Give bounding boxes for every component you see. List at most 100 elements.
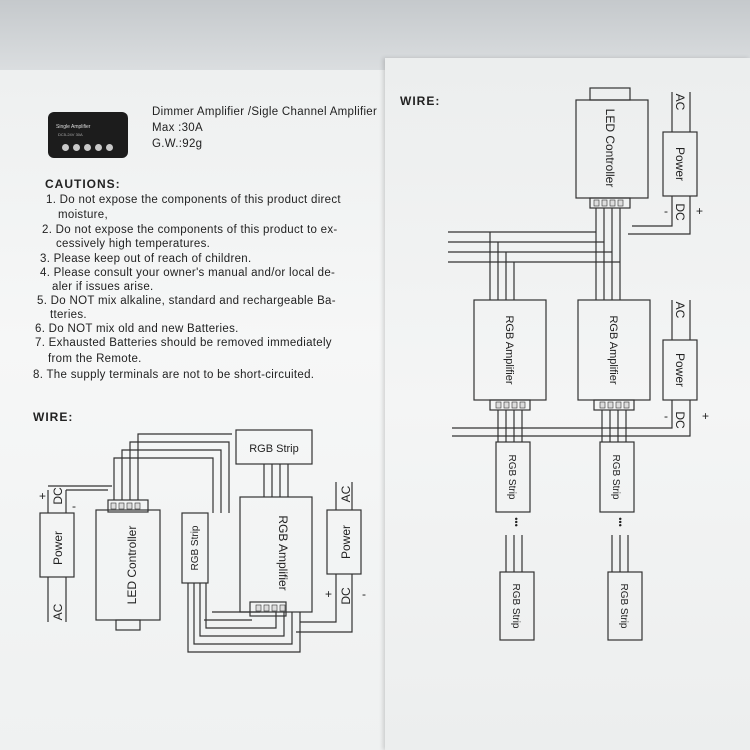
- ac-label: AC: [51, 603, 65, 620]
- rgb-strip-box-4: [607, 571, 643, 641]
- strip2-label: RGB Strip: [610, 454, 621, 499]
- connector-pin: [599, 401, 606, 409]
- product-title: Dimmer Amplifier /Sigle Channel Amplifie…: [152, 106, 378, 118]
- amp1-connector: [489, 399, 531, 411]
- rgb-strip-box-2: [599, 441, 635, 513]
- caution-line: 6. Do NOT mix old and new Batteries.: [35, 323, 239, 335]
- connector-pin: [503, 401, 510, 409]
- controller-plug: [115, 619, 141, 631]
- amp2-label: RGB Amplifier: [607, 315, 619, 384]
- power-mid-label: Power: [673, 353, 687, 387]
- connector-pin: [255, 604, 262, 612]
- rgb-strip-top-label: RGB Strip: [249, 443, 299, 455]
- product-max: Max :30A: [152, 122, 203, 134]
- plus-mid-label: +: [702, 409, 709, 423]
- controller-bottom-connector: [589, 197, 631, 209]
- left-wire-title: WIRE:: [33, 410, 74, 424]
- photo-terminal: [95, 144, 102, 151]
- connector-pin: [615, 401, 622, 409]
- connector-pin: [118, 502, 125, 510]
- strip4-label: RGB Strip: [618, 583, 629, 628]
- amp1-label: RGB Amplifier: [503, 315, 515, 384]
- caution-line: moisture,: [58, 209, 108, 221]
- connector-pin: [623, 401, 630, 409]
- strip3-label: RGB Strip: [510, 583, 521, 628]
- caution-line: 7. Exhausted Batteries should be removed…: [35, 337, 332, 349]
- connector-pin: [601, 199, 608, 207]
- power-box-mid: [662, 339, 698, 401]
- rgb-strip-box-1: [495, 441, 531, 513]
- ac-top-label: AC: [673, 94, 687, 111]
- rgb-strip-small-box: [181, 512, 209, 584]
- cautions-title: CAUTIONS:: [45, 177, 121, 191]
- dc2-label: DC: [339, 587, 353, 605]
- ac2-label: AC: [339, 485, 353, 502]
- dc-label: DC: [51, 487, 65, 505]
- controller-top-connector: [589, 87, 631, 101]
- rgb-amplifier-label: RGB Amplifier: [276, 515, 290, 590]
- product-photo-sublabel: DC5-24V 30A: [58, 132, 83, 137]
- power-top-label: Power: [673, 147, 687, 181]
- caution-line: 1. Do not expose the components of this …: [46, 194, 341, 206]
- caution-line: 3. Please keep out of reach of children.: [40, 253, 252, 265]
- minus-mid-label: -: [664, 409, 668, 423]
- ac-mid-label: AC: [673, 302, 687, 319]
- caution-line: 5. Do NOT mix alkaline, standard and rec…: [37, 295, 336, 307]
- dc-top-label: DC: [673, 203, 687, 221]
- ellipsis-dots: •••: [511, 517, 521, 526]
- power-label: Power: [51, 531, 65, 565]
- connector-pin: [609, 199, 616, 207]
- rgb-strip-top-box: [235, 429, 313, 465]
- ellipsis-dots: •••: [615, 517, 625, 526]
- photo-terminal: [62, 144, 69, 151]
- dc-mid-label: DC: [673, 411, 687, 429]
- controller-connector: [107, 499, 149, 513]
- minus-top-label: -: [664, 204, 668, 218]
- connector-pin: [110, 502, 117, 510]
- caution-line: from the Remote.: [48, 353, 142, 365]
- right-wire-title: WIRE:: [400, 94, 441, 108]
- caution-line: 2. Do not expose the components of this …: [42, 224, 338, 236]
- connector-pin: [617, 199, 624, 207]
- product-photo-label: Single Amplifier: [56, 124, 91, 130]
- minus-label-2: -: [362, 587, 366, 601]
- caution-line: cessively high temperatures.: [56, 238, 211, 250]
- minus-label: -: [72, 499, 76, 513]
- photo-terminal: [84, 144, 91, 151]
- rgb-amplifier-box: [239, 496, 313, 613]
- product-weight: G.W.:92g: [152, 138, 203, 150]
- rgb-strip-box-3: [499, 571, 535, 641]
- caution-line: 4. Please consult your owner's manual an…: [40, 267, 336, 279]
- power-box-2: [326, 509, 362, 575]
- amp2-connector: [593, 399, 635, 411]
- connector-pin: [593, 199, 600, 207]
- connector-pin: [134, 502, 141, 510]
- caution-line: tteries.: [50, 309, 87, 321]
- plus-top-label: +: [696, 204, 703, 218]
- connector-pin: [126, 502, 133, 510]
- connector-pin: [511, 401, 518, 409]
- led-controller-right-label: LED Controller: [603, 109, 617, 188]
- rgb-strip-small-label: RGB Strip: [190, 525, 201, 570]
- photo-terminal: [106, 144, 113, 151]
- connector-pin: [263, 604, 270, 612]
- connector-pin: [495, 401, 502, 409]
- left-page: [0, 70, 395, 750]
- power-box: [39, 512, 75, 578]
- connector-pin: [519, 401, 526, 409]
- plus-label-2: +: [325, 587, 332, 601]
- caution-line: aler if issues arise.: [52, 281, 154, 293]
- power-box-top: [662, 131, 698, 197]
- strip1-label: RGB Strip: [506, 454, 517, 499]
- connector-pin: [271, 604, 278, 612]
- photo-terminal: [73, 144, 80, 151]
- right-page: [385, 58, 750, 750]
- product-photo: Single Amplifier DC5-24V 30A: [48, 112, 128, 158]
- amplifier-connector: [249, 601, 287, 617]
- caution-line: 8. The supply terminals are not to be sh…: [33, 369, 315, 381]
- plus-label: +: [39, 489, 46, 503]
- connector-pin: [279, 604, 286, 612]
- connector-pin: [607, 401, 614, 409]
